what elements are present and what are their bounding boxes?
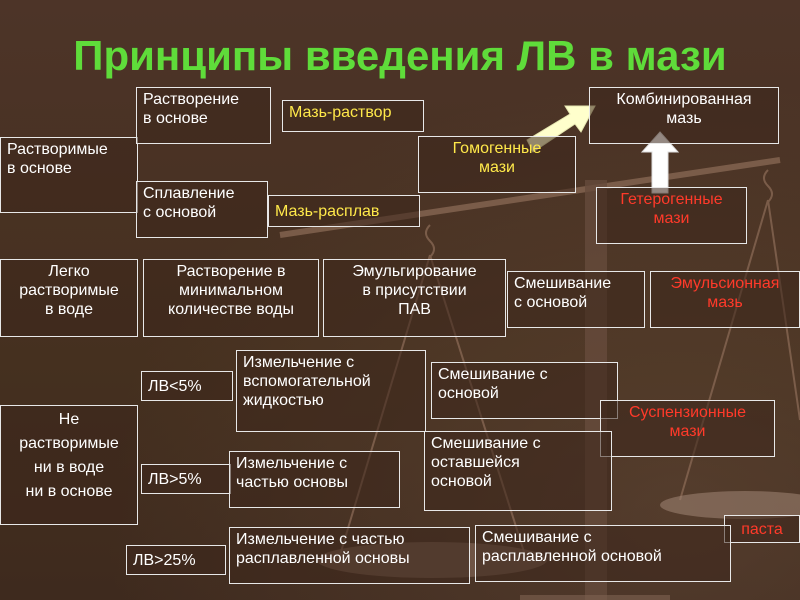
- lv-less-5-box: ЛВ<5%: [141, 371, 233, 401]
- lv-greater-25-box: ЛВ>25%: [126, 545, 226, 575]
- ointment-solution-box: Мазь-раствор: [282, 100, 424, 132]
- grinding-part-base-box: Измельчение с частью основы: [229, 451, 400, 508]
- lv-greater-5-box: ЛВ>5%: [141, 464, 231, 494]
- mixing-remaining-base-box: Смешивание с оставшейся основой: [424, 431, 612, 511]
- grinding-aux-liquid-box: Измельчение с вспомогательной жидкостью: [236, 350, 426, 432]
- dissolution-in-base-box: Растворение в основе: [136, 87, 271, 144]
- suspension-ointments-box: Суспензионные мази: [600, 400, 775, 457]
- water-soluble-box: Легко растворимые в воде: [0, 259, 138, 337]
- paste-box: паста: [724, 515, 800, 543]
- soluble-in-base-box: Растворимые в основе: [0, 137, 138, 213]
- page-title: Принципы введения ЛВ в мази: [73, 32, 727, 79]
- ointment-melt-box: Мазь-расплав: [268, 195, 420, 227]
- emulsification-box: Эмульгирование в присутствии ПАВ: [323, 259, 506, 337]
- emulsion-ointment-box: Эмульсионная мазь: [650, 271, 800, 328]
- heterogeneous-ointments-box: Гетерогенные мази: [596, 187, 747, 244]
- mixing-with-base-box-2: Смешивание с основой: [431, 362, 618, 419]
- homogeneous-ointments-box: Гомогенные мази: [418, 136, 576, 193]
- fusion-with-base-box: Сплавление с основой: [136, 181, 268, 238]
- dissolution-min-water-box: Растворение в минимальном количестве вод…: [143, 259, 319, 337]
- combined-ointment-box: Комбинированная мазь: [589, 87, 779, 144]
- grinding-melted-base-box: Измельчение с частью расплавленной основ…: [229, 527, 470, 584]
- mixing-with-base-box-1: Смешивание с основой: [507, 271, 645, 328]
- insoluble-box: Не растворимые ни в воде ни в основе: [0, 405, 138, 525]
- mixing-melted-base-box: Смешивание с расплавленной основой: [475, 525, 731, 582]
